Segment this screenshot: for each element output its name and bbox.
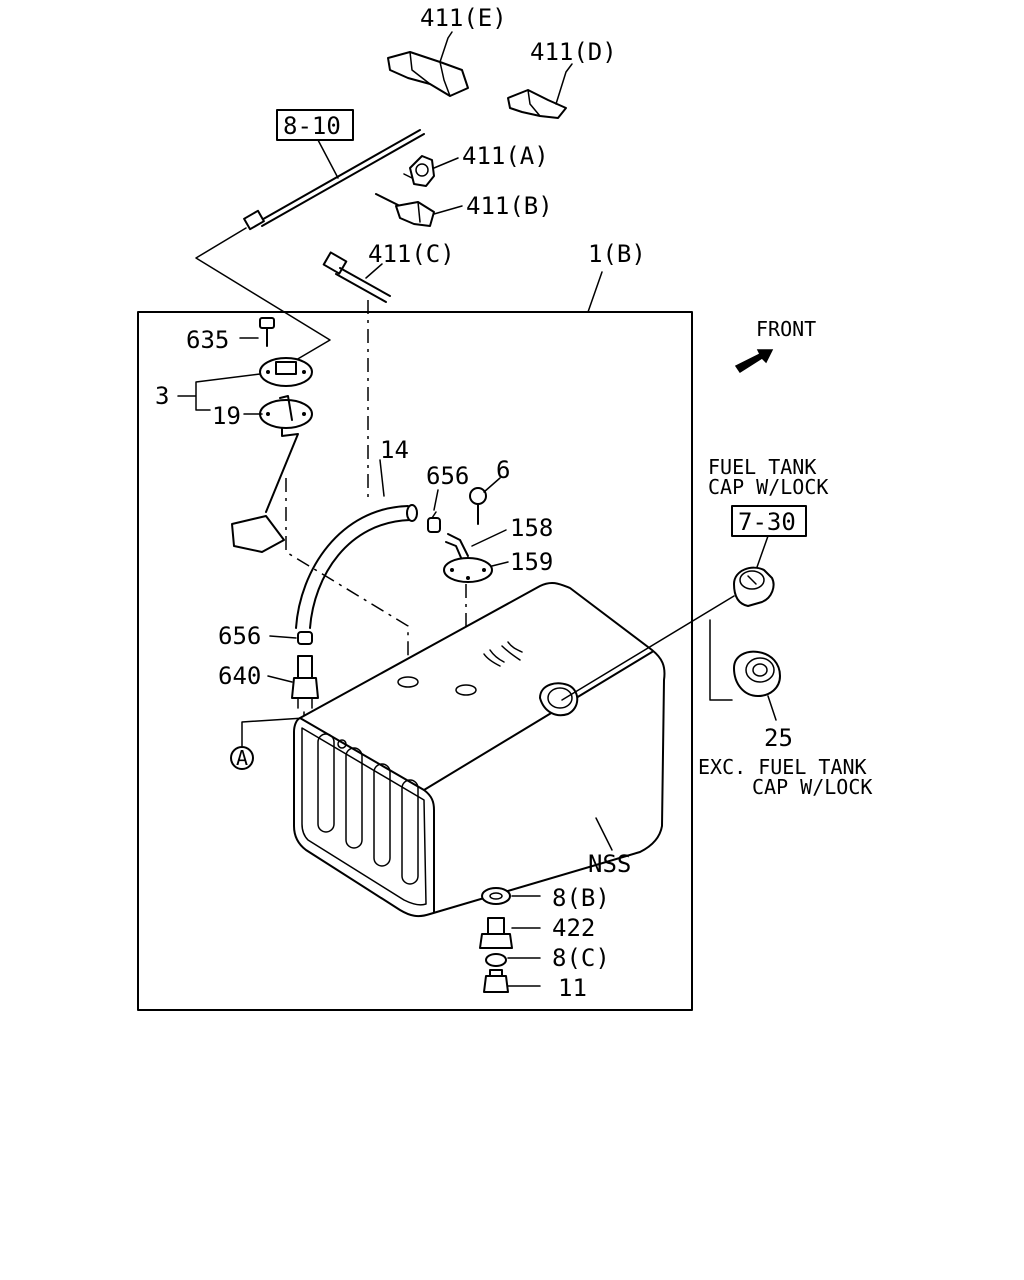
gasket-8b[interactable] [481, 887, 511, 905]
ref-box-8-10[interactable] [276, 109, 354, 141]
leader-159 [491, 561, 509, 567]
gasket-19[interactable] [259, 395, 313, 429]
clip-411a[interactable] [403, 155, 435, 187]
label-635: 635 [186, 326, 229, 354]
clip-411d[interactable] [507, 89, 567, 119]
connector-640[interactable] [291, 655, 319, 709]
label-19: 19 [212, 402, 241, 430]
label-411d: 411(D) [530, 38, 617, 66]
leader-6 [483, 477, 501, 493]
label-411c: 411(C) [368, 240, 455, 268]
label-159: 159 [510, 548, 553, 576]
leader-25 [767, 695, 777, 721]
fuel-tank[interactable] [293, 581, 666, 918]
label-422: 422 [552, 914, 595, 942]
front-label: FRONT [756, 317, 816, 341]
clamp-656-left[interactable] [297, 631, 313, 645]
plate-159[interactable] [443, 557, 493, 583]
label-1b: 1(B) [588, 240, 646, 268]
drain-plug-422[interactable] [479, 917, 513, 949]
fuel-cap-25[interactable] [733, 650, 781, 697]
front-arrow-icon [734, 349, 774, 374]
leader-411c [365, 263, 383, 279]
clamp-656-top[interactable] [427, 511, 441, 533]
label-14: 14 [380, 436, 409, 464]
cap-lock-line-1: FUEL TANK [708, 455, 816, 479]
leader-411e [439, 31, 453, 63]
gasket-8c[interactable] [485, 953, 507, 967]
label-411a: 411(A) [462, 142, 549, 170]
cap-bracket-line [709, 619, 733, 701]
label-411e: 411(E) [420, 4, 507, 32]
ref-box-8-10-label: 8-10 [283, 112, 341, 140]
label-nss: NSS [588, 850, 631, 878]
label-11: 11 [558, 974, 587, 1002]
label-158: 158 [510, 514, 553, 542]
leader-640 [267, 675, 293, 683]
ref-circle-a[interactable] [230, 746, 254, 770]
screw-635[interactable] [259, 317, 275, 347]
screw-6[interactable] [469, 487, 487, 525]
clip-411b[interactable] [375, 193, 435, 227]
label-8b: 8(B) [552, 884, 610, 912]
label-656-left: 656 [218, 622, 261, 650]
label-640: 640 [218, 662, 261, 690]
label-8c: 8(C) [552, 944, 610, 972]
exc-cap-line-1: EXC. FUEL TANK [698, 755, 867, 779]
ref-box-7-30-label: 7-30 [738, 508, 796, 536]
leader-3 [177, 373, 261, 411]
gauge-unit-3[interactable] [259, 357, 313, 387]
plug-11[interactable] [483, 969, 509, 993]
ref-box-7-30[interactable] [731, 505, 807, 537]
cap-lock-line-2: CAP W/LOCK [708, 475, 828, 499]
harness-route-line [195, 227, 331, 361]
label-25: 25 [764, 724, 793, 752]
leader-158 [471, 529, 507, 547]
leader-656-left [269, 635, 297, 639]
leader-656-top [433, 489, 439, 511]
leader-8-10 [317, 139, 339, 179]
assembly-frame [137, 311, 693, 1011]
leader-1b [587, 271, 603, 313]
label-656-top: 656 [426, 462, 469, 490]
fuel-cap-with-lock[interactable] [733, 566, 775, 607]
ref-circle-a-label: A [236, 746, 248, 770]
centerline-3 [285, 478, 409, 676]
filler-cap-line [561, 595, 735, 701]
leader-nss [595, 817, 613, 851]
clip-411e[interactable] [387, 51, 469, 97]
label-3: 3 [155, 382, 169, 410]
hose-14[interactable] [295, 504, 418, 629]
leader-411a [433, 157, 459, 169]
leader-411d [555, 63, 573, 105]
leader-411b [433, 205, 463, 215]
label-411b: 411(B) [466, 192, 553, 220]
leader-7-30 [755, 535, 769, 571]
fuel-gauge-float[interactable] [231, 427, 299, 553]
label-6: 6 [496, 456, 510, 484]
leader-14 [379, 459, 385, 497]
cable-tie-411c[interactable] [322, 251, 391, 303]
exc-cap-line-2: CAP W/LOCK [752, 775, 872, 799]
harness-8-10[interactable] [243, 129, 425, 231]
vent-pipe-158[interactable] [445, 533, 469, 561]
